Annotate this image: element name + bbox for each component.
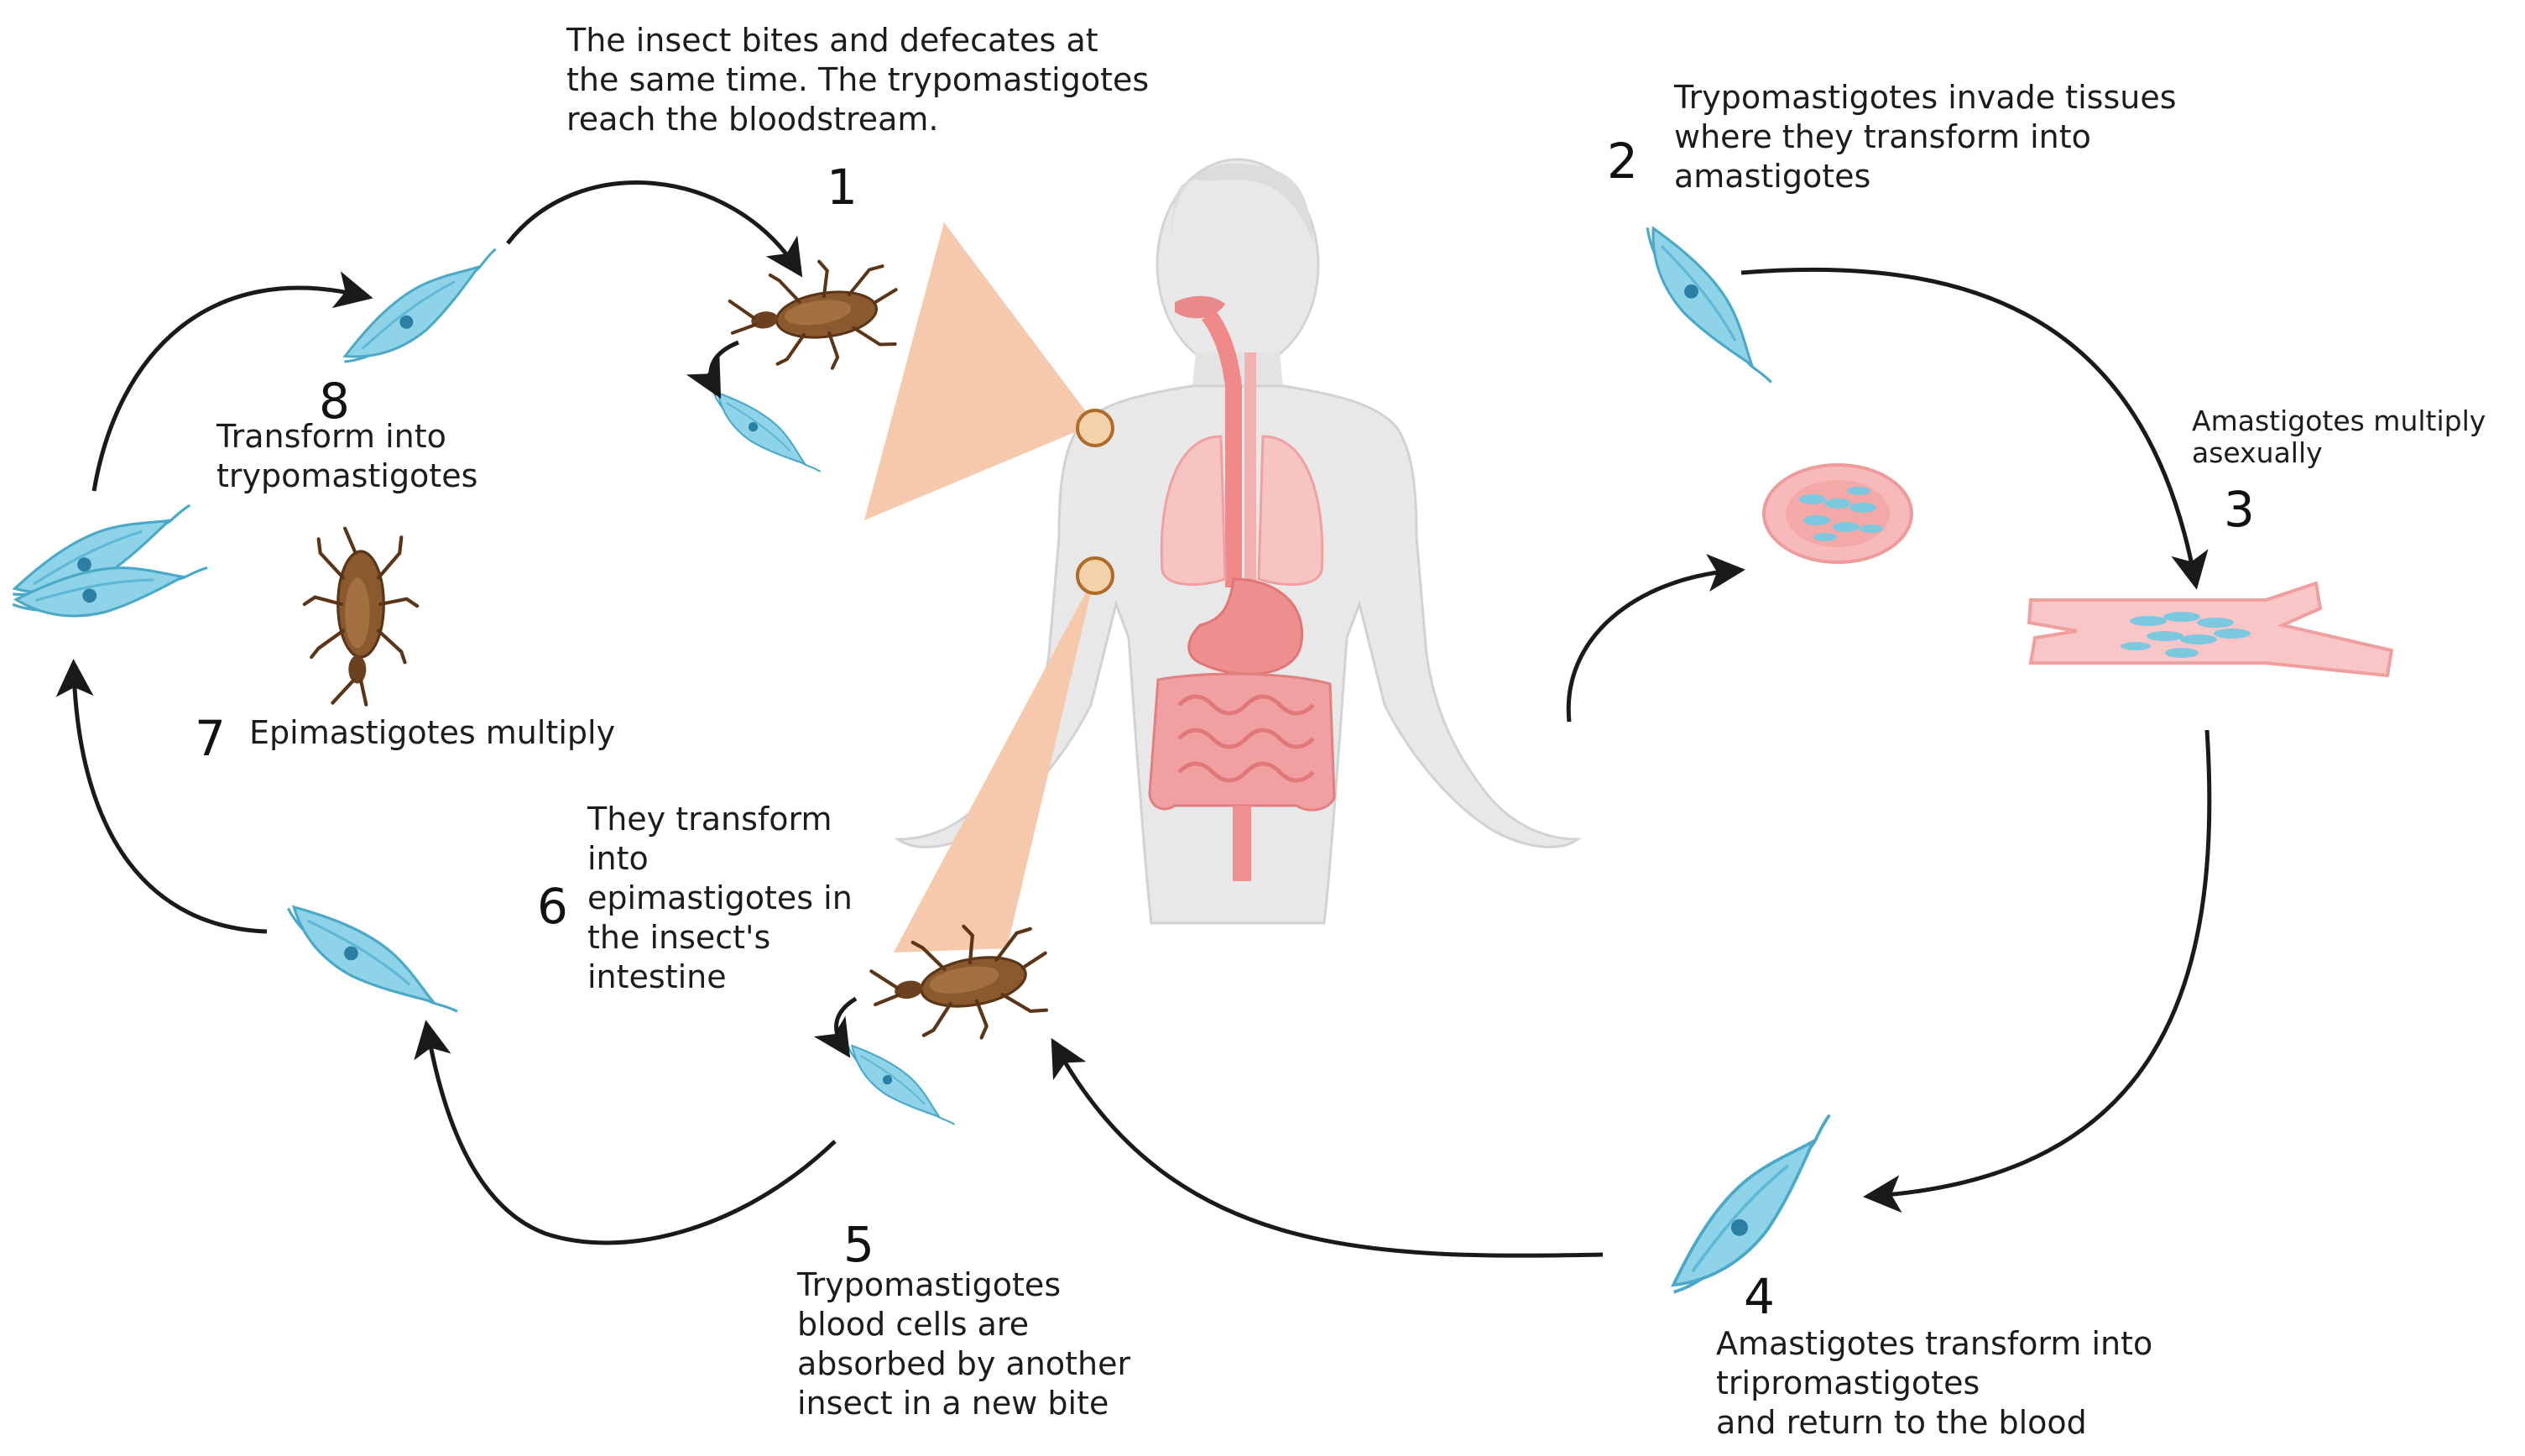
arrow-6-to-left bbox=[55, 659, 268, 934]
arrow-3-to-4 bbox=[1863, 729, 2212, 1213]
step-7-number: 7 bbox=[195, 710, 226, 767]
step-6-text: They transform into epimastigotes in the… bbox=[587, 801, 853, 995]
muscle-fiber-icon bbox=[2027, 581, 2394, 678]
step-5-number: 5 bbox=[843, 1216, 874, 1273]
trypomastigote-icon-near-top-insect bbox=[711, 368, 822, 498]
bite-site-zoom-lower bbox=[894, 556, 1114, 952]
insect-icon-top bbox=[723, 249, 908, 384]
step-3-number: 3 bbox=[2224, 481, 2255, 538]
step-5-text: Trypomastigotes blood cells are absorbed… bbox=[797, 1266, 1131, 1422]
step-4-text: Amastigotes transform into tripromastigo… bbox=[1716, 1325, 2153, 1441]
insect-icon-middle bbox=[305, 529, 417, 705]
arrow-body-to-cell bbox=[1566, 554, 1745, 723]
step-2-number: 2 bbox=[1607, 133, 1638, 190]
step-4-number: 4 bbox=[1744, 1268, 1775, 1325]
arrow-5-bug-to-parasite bbox=[813, 996, 858, 1058]
step-8-text: Transform into trypomastigotes bbox=[217, 418, 478, 494]
trypomastigote-icon-8 bbox=[324, 248, 517, 367]
trypomastigote-icon-2 bbox=[1642, 204, 1773, 407]
arrow-5-to-6 bbox=[414, 1020, 837, 1245]
arrow-1-bug-to-parasite bbox=[686, 340, 739, 399]
bite-site-zoom-upper bbox=[864, 222, 1114, 520]
trypomastigote-icon-5 bbox=[845, 1020, 956, 1151]
step-3-text: Amastigotes multiply asexually bbox=[2192, 404, 2486, 469]
step-2-text: Trypomastigotes invade tissues where the… bbox=[1674, 79, 2177, 195]
step-6-number: 6 bbox=[537, 878, 568, 935]
step-8-number: 8 bbox=[319, 373, 350, 430]
cycle-arrows bbox=[55, 180, 2212, 1258]
human-body-icon bbox=[894, 158, 1582, 925]
trypomastigote-icon-6 bbox=[284, 866, 459, 1057]
step-7-text: Epimastigotes multiply bbox=[249, 714, 616, 751]
arrow-4-to-5 bbox=[1051, 1037, 1604, 1258]
infected-cell-icon bbox=[1762, 463, 1913, 564]
step-1-text: The insect bites and defecates at the sa… bbox=[566, 22, 1150, 138]
step-1-number: 1 bbox=[827, 159, 858, 216]
arrow-left-to-8 bbox=[91, 271, 373, 492]
arrow-2-to-3 bbox=[1740, 267, 2209, 590]
arrow-8-to-1 bbox=[506, 180, 803, 278]
